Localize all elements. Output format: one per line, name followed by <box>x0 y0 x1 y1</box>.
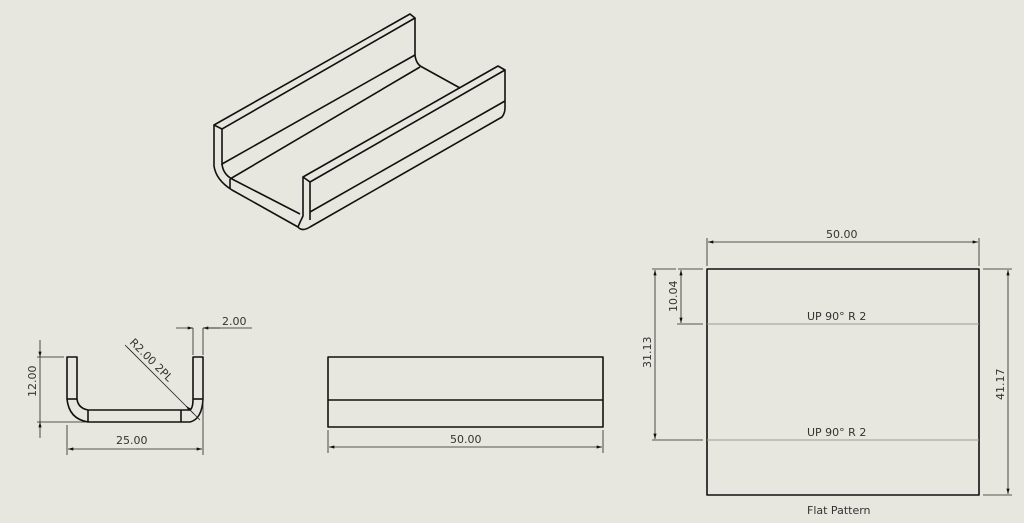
flat-pattern-view[interactable]: UP 90° R 2 UP 90° R 2 50.00 41.17 10.04 … <box>641 228 1012 517</box>
dim-radius: R2.00 2PL <box>127 336 176 385</box>
dim-length: 50.00 <box>450 433 482 446</box>
front-view[interactable]: 50.00 <box>327 356 604 453</box>
dim-flat-width: 50.00 <box>826 228 858 241</box>
flat-pattern-title: Flat Pattern <box>807 504 871 517</box>
dim-width: 25.00 <box>116 434 148 447</box>
section-view[interactable]: 12.00 25.00 2.00 R2.00 2PL <box>26 315 252 455</box>
dim-flat-height: 41.17 <box>994 369 1007 401</box>
bend1-note: UP 90° R 2 <box>807 310 866 323</box>
dim-bend2: 31.13 <box>641 337 654 369</box>
dim-bend1: 10.04 <box>667 281 680 313</box>
isometric-view[interactable] <box>213 13 506 231</box>
dim-height: 12.00 <box>26 366 39 398</box>
dim-thickness: 2.00 <box>222 315 247 328</box>
bend2-note: UP 90° R 2 <box>807 426 866 439</box>
